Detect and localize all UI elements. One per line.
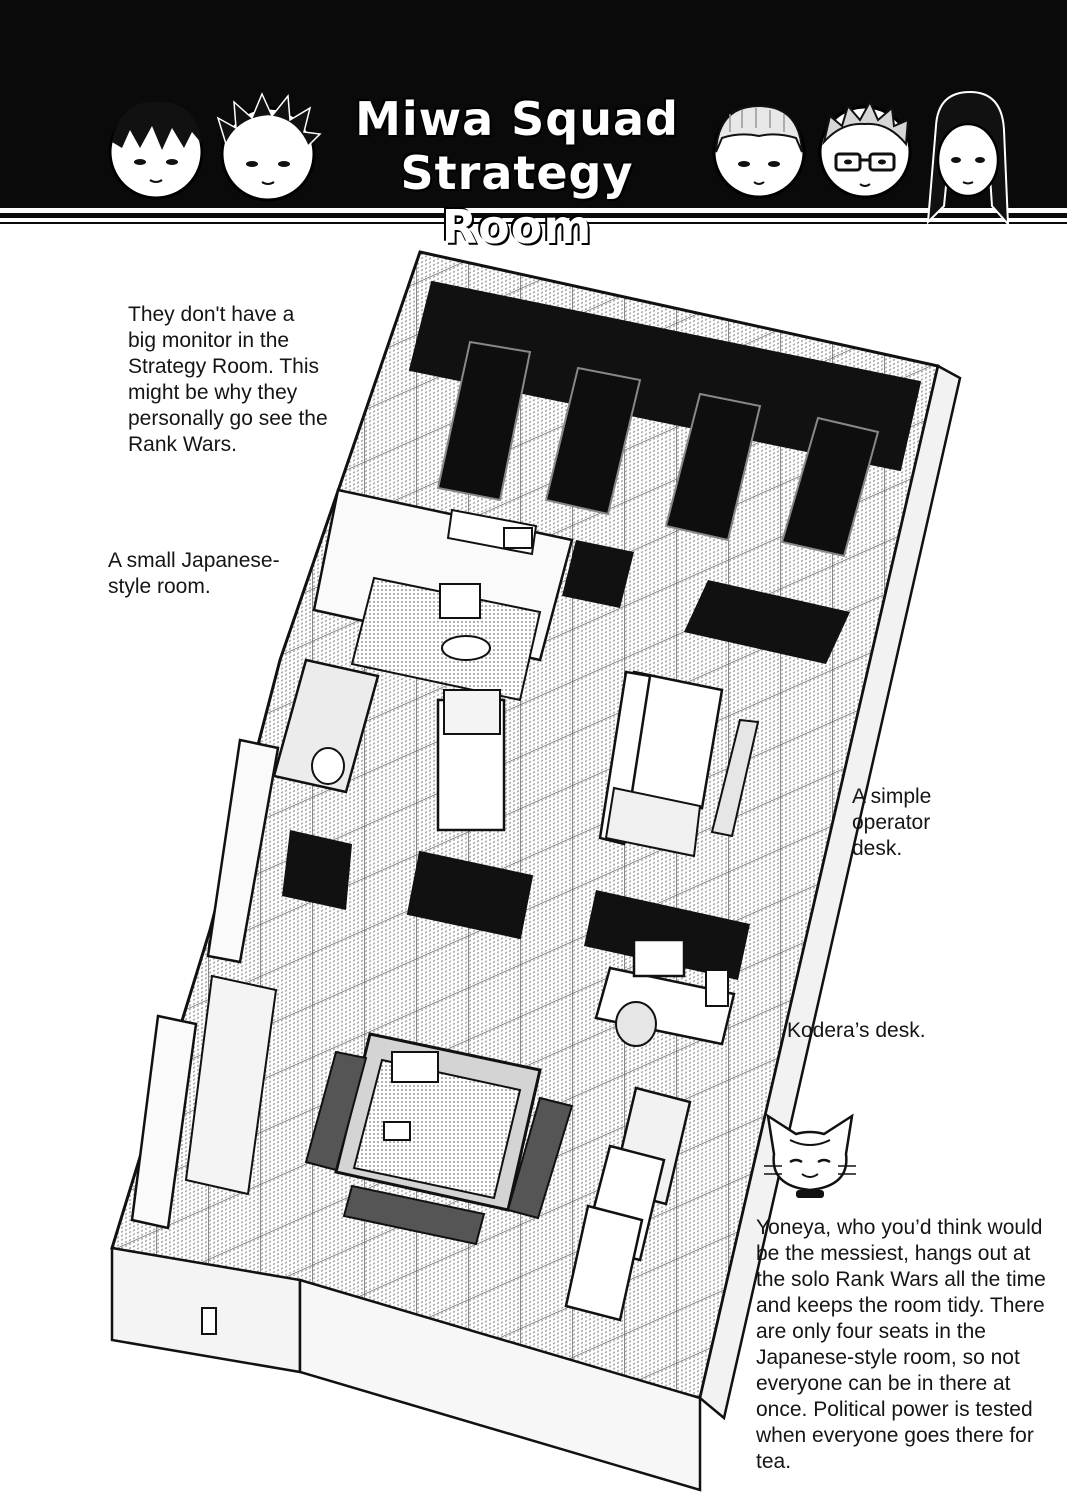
header-divider-thin: [0, 222, 1067, 224]
header-divider: [0, 213, 1067, 218]
caption-kodera-desk: Kodera’s desk.: [787, 1019, 926, 1042]
character-face-icon: [712, 104, 806, 199]
character-face-icon: [926, 90, 1010, 226]
caption-monitor-note: They don't have a big monitor in the Str…: [128, 303, 328, 456]
page-title-line1: Miwa Squad: [355, 92, 679, 146]
character-face-icon: [818, 99, 912, 199]
page-title-line2: Strategy Room: [400, 146, 634, 254]
character-face-icon: [216, 92, 322, 202]
cat-mascot-icon: [764, 1113, 856, 1198]
caption-operator-desk: A simple operator desk.: [852, 785, 932, 860]
page-title: Miwa Squad Strategy Room: [322, 92, 712, 254]
caption-japanese-room: A small Japanese-style room.: [108, 549, 280, 598]
character-face-icon: [108, 101, 204, 200]
caption-yoneya-note: Yoneya, who you’d think would be the mes…: [756, 1216, 1046, 1473]
